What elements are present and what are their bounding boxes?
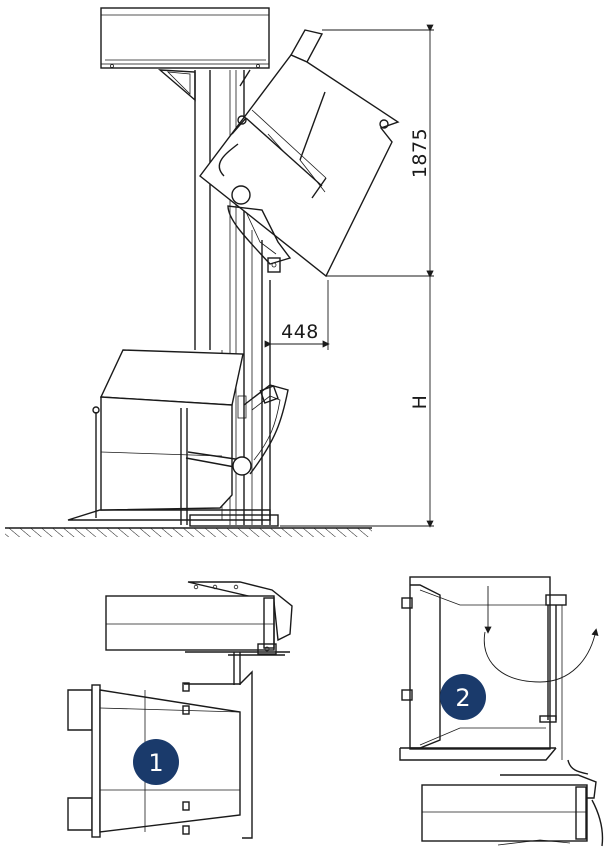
dimension-h: H	[280, 270, 434, 528]
dim-label-h: H	[409, 395, 431, 410]
dim-label-448: 448	[281, 321, 319, 343]
step-badge-2	[440, 674, 486, 720]
ground-line	[5, 527, 372, 537]
side-view: 1875 H 448	[5, 7, 434, 537]
step-number-1: 1	[148, 749, 163, 777]
step-number-2: 2	[455, 684, 470, 712]
view-2-bin-tipped: 2	[399, 576, 604, 847]
top-housing	[100, 7, 270, 102]
dim-label-1875: 1875	[409, 128, 431, 178]
lowered-bin	[67, 349, 289, 525]
step-badge-1	[133, 739, 179, 785]
dimension-1875: 1875	[322, 24, 434, 278]
view-1-bin-loaded: 1	[67, 581, 293, 839]
dimension-448: 448	[264, 280, 330, 350]
tipped-bin	[199, 29, 400, 278]
